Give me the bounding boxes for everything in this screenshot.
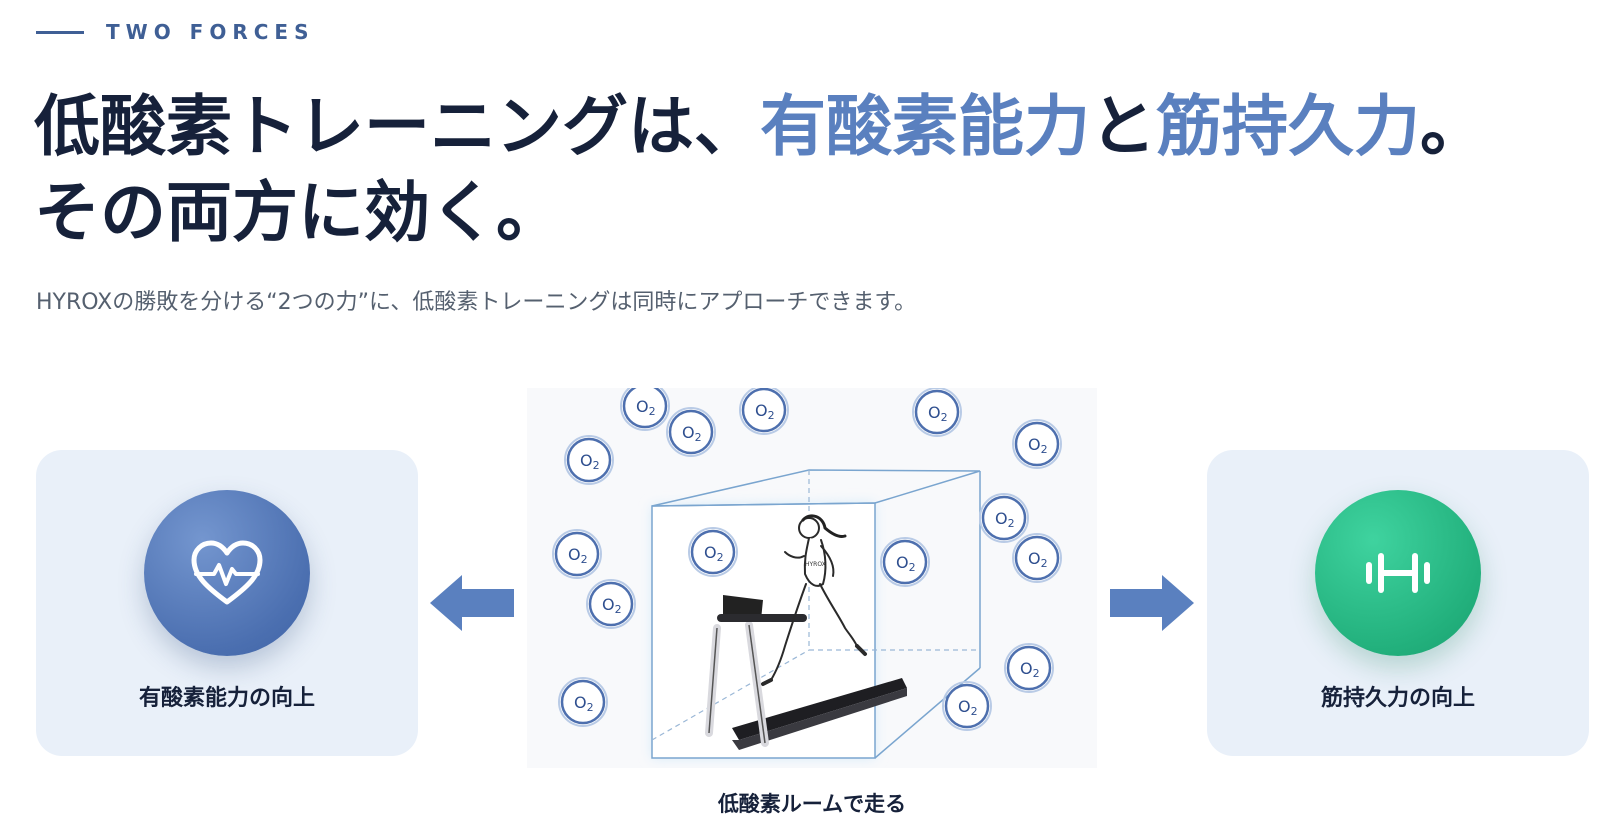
o2-bubble: O2 <box>564 435 614 485</box>
headline: 低酸素トレーニングは、有酸素能力と筋持久力。 その両方に効く。 <box>34 84 1486 256</box>
o2-bubble: O2 <box>1012 533 1062 583</box>
o2-bubble: O2 <box>1012 419 1062 469</box>
aerobic-card-label: 有酸素能力の向上 <box>138 686 315 711</box>
o2-bubble: O2 <box>552 529 602 579</box>
o2-bubble: O2 <box>586 579 636 629</box>
headline-line2: その両方に効く。 <box>34 174 562 251</box>
headline-connector: と <box>1090 88 1156 165</box>
runner-shirt-text: HYROX <box>805 561 826 568</box>
treadmill <box>705 595 907 750</box>
o2-bubble: O2 <box>942 681 992 731</box>
headline-period: 。 <box>1420 88 1486 165</box>
dumbbell-icon <box>1366 553 1430 593</box>
heart-pulse-icon <box>191 540 263 605</box>
headline-accent-aerobic: 有酸素能力 <box>760 88 1090 165</box>
aerobic-card: 有酸素能力の向上 <box>36 450 418 756</box>
o2-bubble: O2 <box>739 385 789 435</box>
o2-bubble: O2 <box>558 677 608 727</box>
o2-bubble: O2 <box>666 407 716 457</box>
headline-part: 低酸素トレーニングは、 <box>34 88 760 165</box>
o2-bubble: O2 <box>620 381 670 431</box>
runner: HYROX <box>761 514 867 686</box>
eyebrow-line <box>36 30 84 34</box>
endurance-card: 筋持久力の向上 <box>1207 450 1589 756</box>
eyebrow-text: TWO FORCES <box>106 20 315 44</box>
o2-bubble: O2 <box>688 527 738 577</box>
center-caption: 低酸素ルームで走る <box>717 792 907 816</box>
o2-bubble: O2 <box>1004 643 1054 693</box>
arrow-left-icon <box>430 575 514 631</box>
aerobic-icon-circle <box>144 490 310 656</box>
endurance-icon-circle <box>1315 490 1481 656</box>
arrow-right-icon <box>1110 575 1194 631</box>
o2-bubble: O2 <box>880 537 930 587</box>
lead-text: HYROXの勝敗を分ける“2つの力”に、低酸素トレーニングは同時にアプローチでき… <box>36 290 917 315</box>
o2-bubble: O2 <box>912 387 962 437</box>
eyebrow: TWO FORCES <box>36 20 314 44</box>
o2-bubble: O2 <box>979 493 1029 543</box>
endurance-card-label: 筋持久力の向上 <box>1320 686 1475 711</box>
headline-accent-endurance: 筋持久力 <box>1156 88 1420 165</box>
